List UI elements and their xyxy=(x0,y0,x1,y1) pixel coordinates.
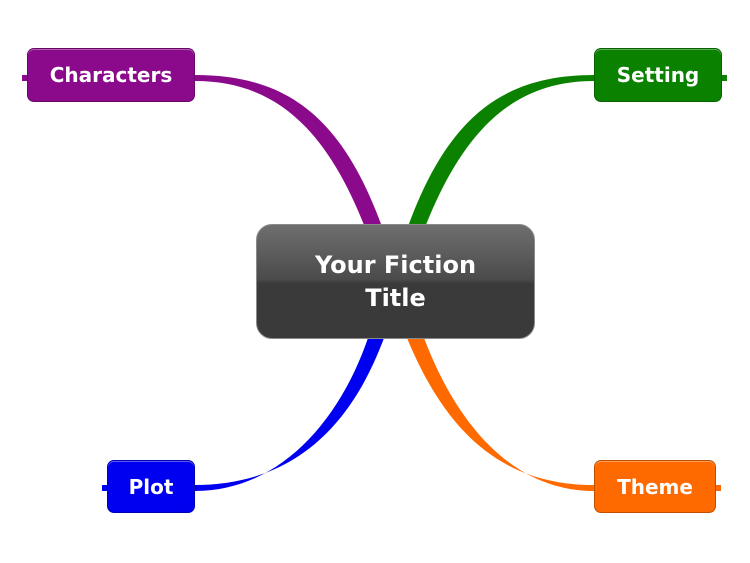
branch-plot-label: Plot xyxy=(128,474,174,499)
branch-theme[interactable]: Theme xyxy=(594,460,716,513)
characters-connector xyxy=(22,75,385,235)
branch-setting-label: Setting xyxy=(616,63,700,87)
branch-theme-label: Theme xyxy=(617,474,693,499)
central-topic[interactable]: Your Fiction Title xyxy=(256,224,535,339)
branch-setting[interactable]: Setting xyxy=(594,48,722,102)
central-topic-label: Your Fiction Title xyxy=(314,250,477,312)
branch-characters[interactable]: Characters xyxy=(27,48,195,102)
branch-characters-label: Characters xyxy=(49,63,173,87)
branch-plot[interactable]: Plot xyxy=(107,460,195,513)
setting-connector xyxy=(405,75,727,235)
